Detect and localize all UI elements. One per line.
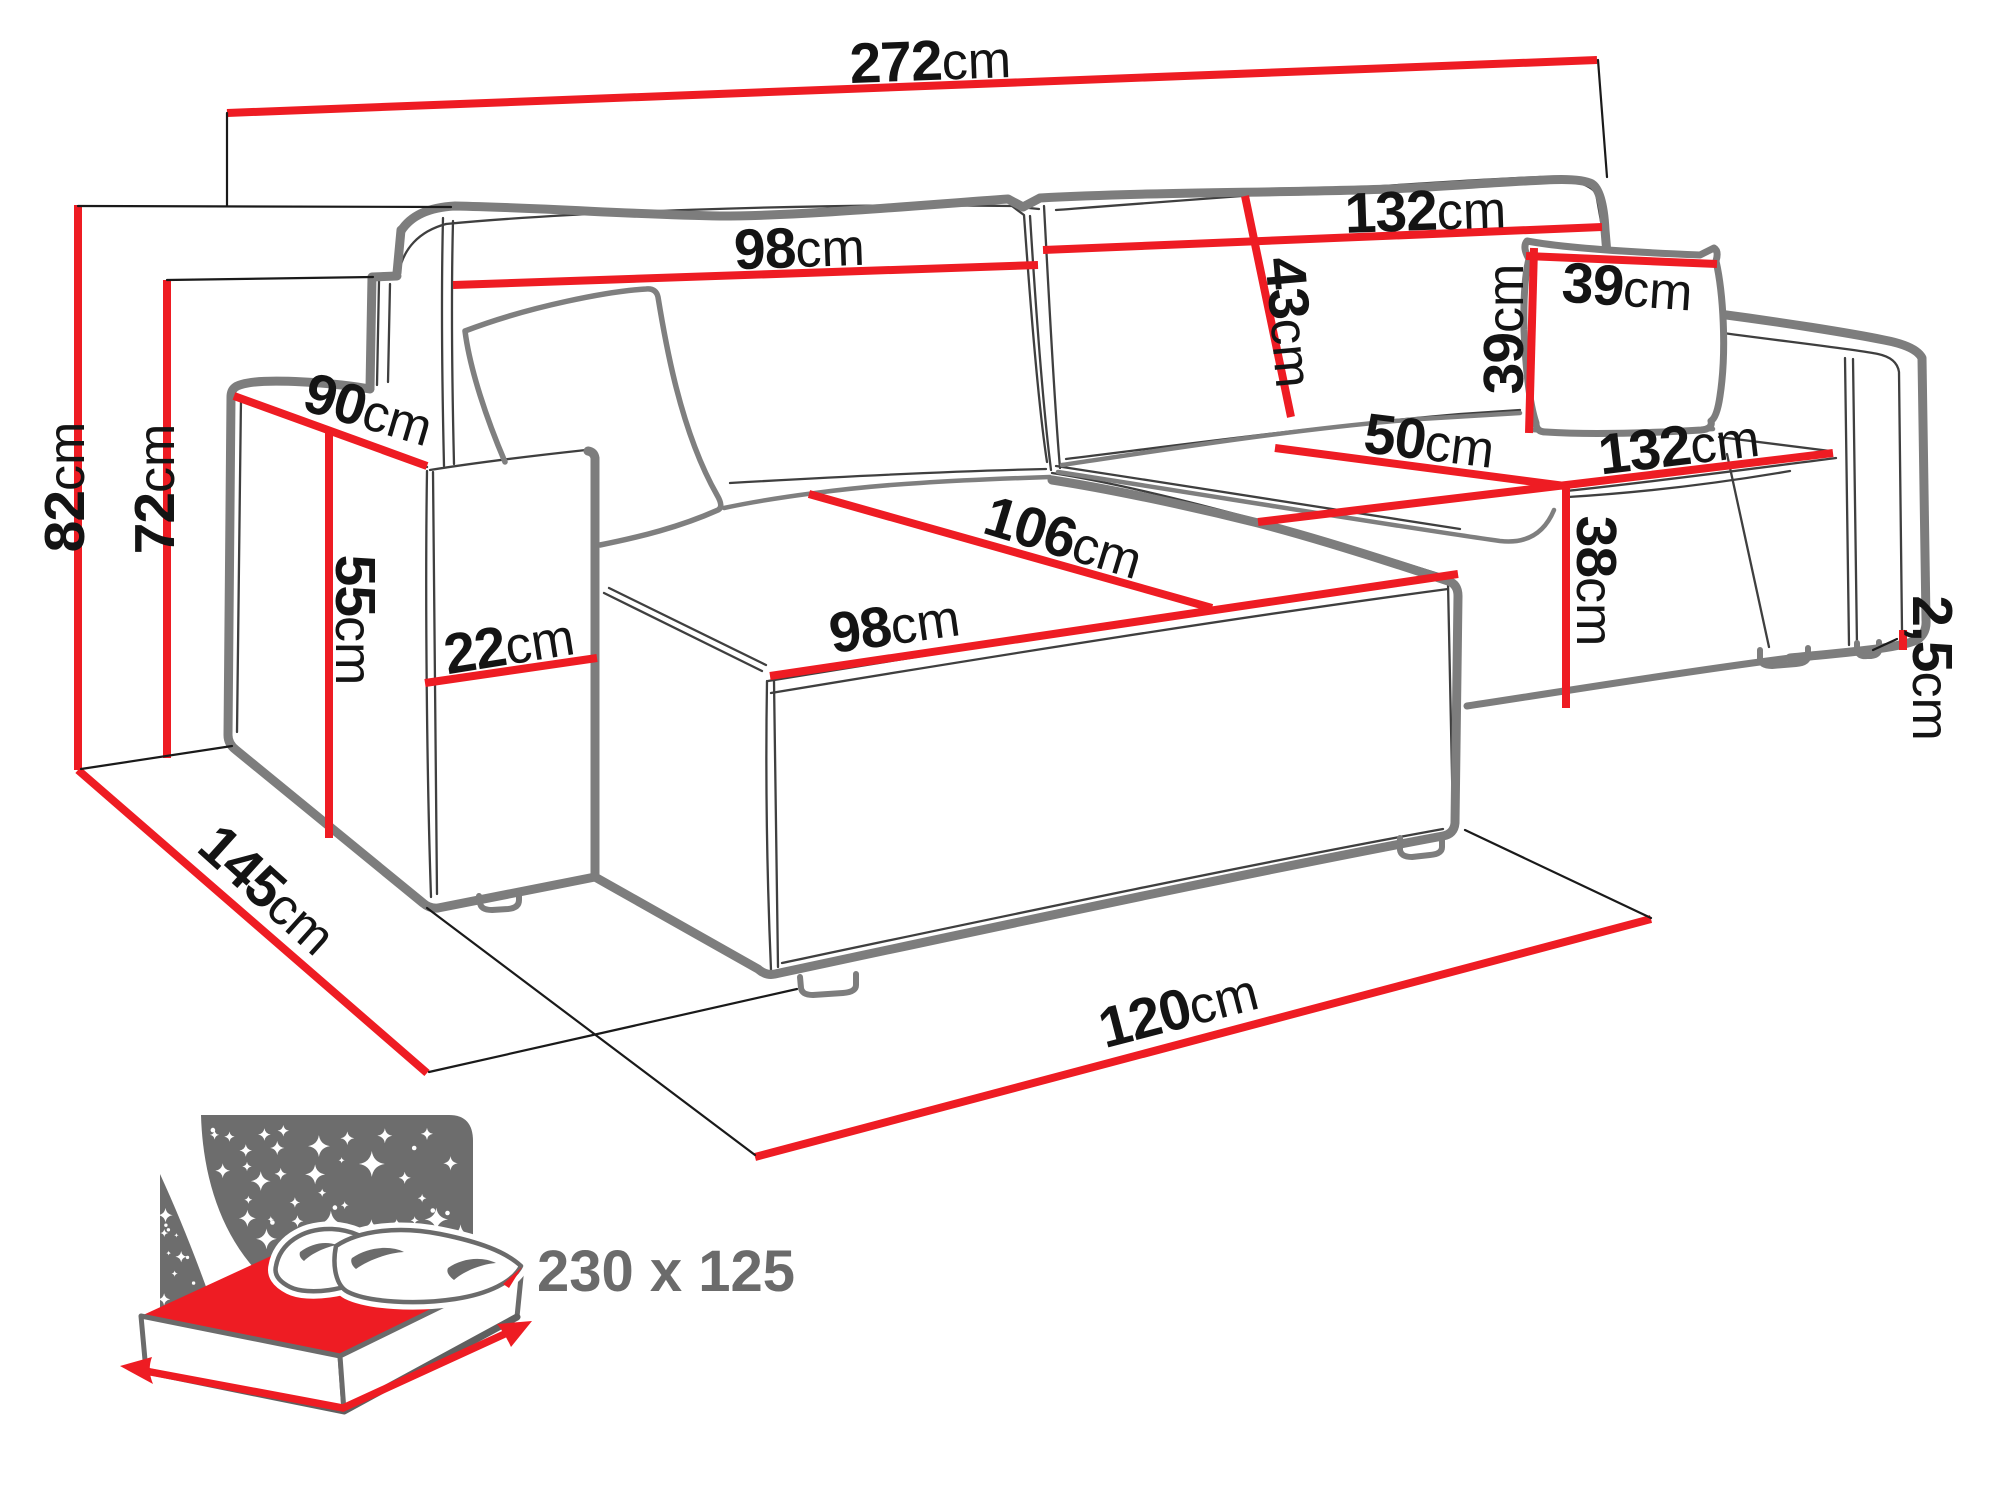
svg-text:132cm: 132cm (1344, 176, 1508, 246)
svg-text:98cm: 98cm (733, 214, 866, 283)
svg-text:50cm: 50cm (1361, 401, 1499, 480)
svg-text:98cm: 98cm (825, 584, 963, 666)
svg-text:55cm: 55cm (323, 555, 387, 686)
svg-text:2,5cm: 2,5cm (1900, 595, 1964, 741)
svg-text:39cm: 39cm (1472, 264, 1536, 395)
svg-text:82cm: 82cm (33, 422, 97, 553)
svg-text:39cm: 39cm (1560, 251, 1695, 324)
svg-text:38cm: 38cm (1564, 516, 1628, 647)
svg-text:132cm: 132cm (1595, 405, 1763, 488)
svg-text:72cm: 72cm (123, 424, 187, 555)
svg-text:22cm: 22cm (439, 603, 578, 687)
svg-text:230 x 125: 230 x 125 (537, 1239, 795, 1304)
svg-text:43cm: 43cm (1252, 254, 1327, 390)
svg-text:272cm: 272cm (848, 26, 1012, 96)
